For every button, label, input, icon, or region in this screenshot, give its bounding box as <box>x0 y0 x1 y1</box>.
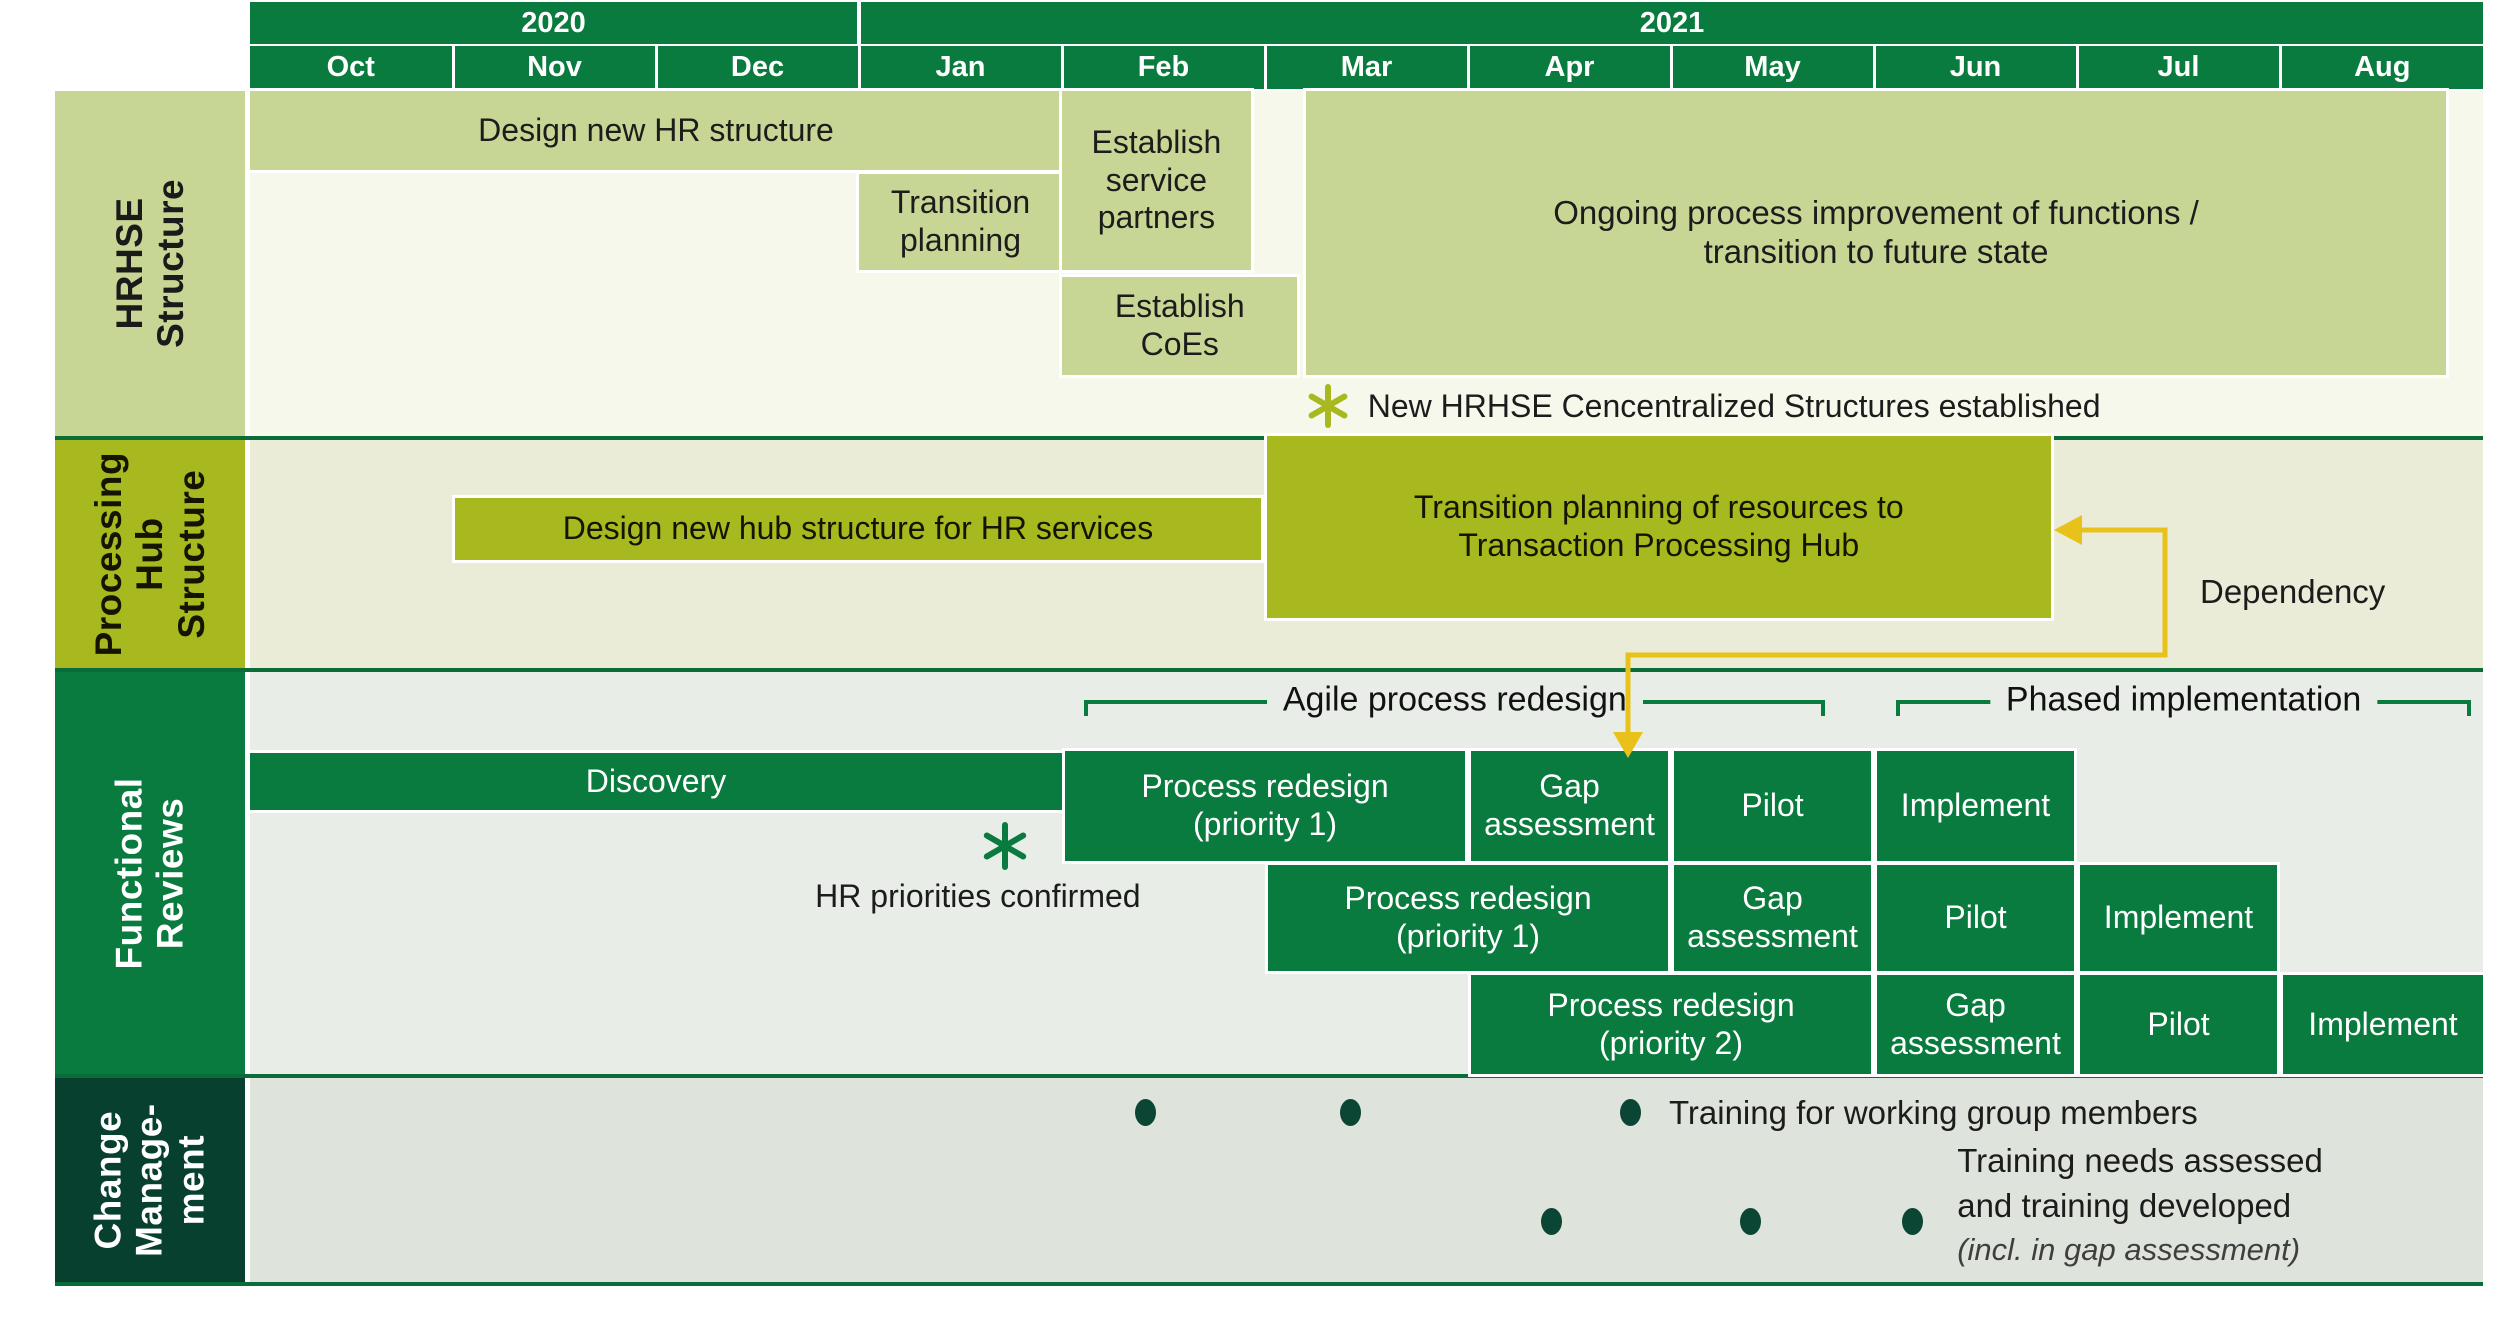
year-cell-2021: 2021 <box>861 2 2483 44</box>
sidebar-functional-reviews: Functional Reviews <box>55 672 245 1074</box>
year-cell-2020: 2020 <box>250 2 857 44</box>
wave2-bar-3: Implement <box>2077 862 2280 974</box>
sidebar-hrhse: HRHSE Structure <box>55 91 245 436</box>
month-cell-apr: Apr <box>1469 46 1670 89</box>
month-cell-aug: Aug <box>2281 46 2483 89</box>
month-cell-feb: Feb <box>1063 46 1264 89</box>
training-bullet <box>1339 1098 1361 1126</box>
wave2-bar-1: Gap assessment <box>1671 862 1874 974</box>
task-bar-ongoing-improvement: Ongoing process improvement of functions… <box>1302 88 2450 378</box>
phase-bracket-label-agile: Agile process redesign <box>1266 680 1643 720</box>
wave3-bar-3: Implement <box>2280 972 2486 1077</box>
month-cell-may: May <box>1672 46 1873 89</box>
task-bar-transition-hub: Transition planning of resources to Tran… <box>1264 433 2054 621</box>
phase-bracket-agile: Agile process redesign <box>1084 680 1826 720</box>
task-bar-design-hub: Design new hub structure for HR services <box>452 495 1264 563</box>
swimlane-label-functional-reviews: Functional Reviews <box>108 776 192 970</box>
wave2-bar-2: Pilot <box>1874 862 2077 974</box>
month-cell-jan: Jan <box>860 46 1061 89</box>
task-bar-transition-planning: Transition planning <box>856 171 1065 273</box>
training-needs-label-line2: and training developed <box>1957 1187 2292 1224</box>
month-cell-nov: Nov <box>454 46 655 89</box>
training-bullet <box>1902 1207 1924 1235</box>
training-bullet <box>1739 1207 1761 1235</box>
milestone-label-functional: HR priorities confirmed <box>815 877 1141 914</box>
wave2-bar-0: Process redesign (priority 1) <box>1265 862 1671 974</box>
milestone-asterisk-functional <box>983 822 1027 870</box>
wave1-bar-2: Pilot <box>1671 748 1874 864</box>
wave3-bar-2: Pilot <box>2077 972 2280 1077</box>
milestone-label-hrhse: New HRHSE Cencentralized Structures esta… <box>1367 387 2101 424</box>
task-bar-establish-service-partners: Establish service partners <box>1059 88 1254 273</box>
dependency-label: Dependency <box>2200 573 2386 610</box>
wave3-bar-1: Gap assessment <box>1874 972 2077 1077</box>
sidebar-change-management: Change Manage- ment <box>55 1078 245 1282</box>
month-cell-jun: Jun <box>1875 46 2076 89</box>
month-cell-jul: Jul <box>2078 46 2279 89</box>
phase-bracket-label-phased: Phased implementation <box>1989 680 2378 720</box>
training-needs-label-line1: Training needs assessed <box>1957 1142 2323 1179</box>
training-bullet <box>1134 1098 1156 1126</box>
sidebar-processing-hub: Processing Hub Structure <box>55 440 245 668</box>
training-needs-label-line3: (incl. in gap assessment) <box>1957 1232 2301 1267</box>
milestone-asterisk-hrhse <box>1308 384 1348 428</box>
task-bar-design-hr: Design new HR structure <box>247 88 1065 173</box>
month-cell-oct: Oct <box>250 46 452 89</box>
wave3-bar-0: Process redesign (priority 2) <box>1468 972 1874 1077</box>
phase-bracket-phased: Phased implementation <box>1896 680 2471 720</box>
bottom-border-line <box>55 1282 2483 1286</box>
training-working-group-label: Training for working group members <box>1668 1094 2198 1131</box>
swimlane-label-processing-hub: Processing Hub Structure <box>87 451 212 657</box>
swimlane-label-hrhse: HRHSE Structure <box>108 179 191 348</box>
wave1-bar-1: Gap assessment <box>1468 748 1671 864</box>
training-bullet <box>1619 1098 1641 1126</box>
row-divider <box>55 668 2483 672</box>
row-divider <box>55 1074 2483 1078</box>
training-bullet <box>1540 1207 1562 1235</box>
wave1-bar-0: Process redesign (priority 1) <box>1062 748 1468 864</box>
month-cell-mar: Mar <box>1266 46 1467 89</box>
swimlane-label-change-management: Change Manage- ment <box>87 1103 212 1257</box>
task-bar-discovery: Discovery <box>247 750 1065 813</box>
task-bar-establish-coes: Establish CoEs <box>1058 274 1301 378</box>
month-cell-dec: Dec <box>657 46 858 89</box>
wave1-bar-3: Implement <box>1874 748 2077 864</box>
row-bg-change-management <box>250 1078 2483 1282</box>
